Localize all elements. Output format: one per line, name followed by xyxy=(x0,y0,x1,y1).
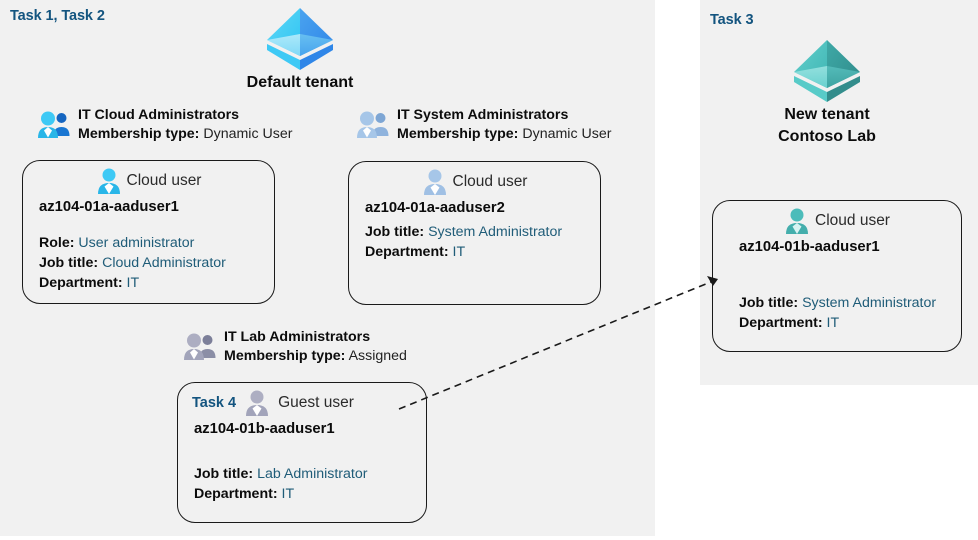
group-name: IT Cloud Administrators xyxy=(78,107,240,123)
user-type-label: Guest user xyxy=(278,394,354,411)
user-properties: Job title: Lab Administrator Department:… xyxy=(194,464,367,504)
group-membership-type: Membership type: Dynamic User xyxy=(78,125,292,144)
group-meta-value: Assigned xyxy=(348,347,407,364)
card-header: Task 4 Guest user xyxy=(178,389,426,417)
default-tenant: Default tenant xyxy=(215,4,385,94)
task-label-right: Task 3 xyxy=(710,12,754,28)
user-property-row: Job title: System Administrator xyxy=(739,294,937,311)
group-name: IT Lab Administrators xyxy=(224,329,371,345)
group-it-cloud-administrators: IT Cloud Administrators Membership type:… xyxy=(36,106,292,143)
group-users-lightblue-icon xyxy=(357,111,389,138)
card-header: Cloud user xyxy=(23,167,274,195)
card-header: Cloud user xyxy=(349,168,600,196)
user-properties: Role: User administrator Job title: Clou… xyxy=(39,233,226,293)
task-label-left: Task 1, Task 2 xyxy=(10,8,105,24)
group-meta-label: Membership type: xyxy=(397,125,519,142)
user-name: az104-01b-aaduser1 xyxy=(739,239,880,255)
group-meta-value: Dynamic User xyxy=(203,125,293,142)
user-property-row: Department: IT xyxy=(194,485,295,502)
new-tenant-title-line1: New tenant xyxy=(784,106,870,123)
azure-ad-tenant-icon xyxy=(267,8,333,70)
azure-ad-tenant-teal-icon xyxy=(794,40,860,102)
user-property-row: Role: User administrator xyxy=(39,234,195,251)
user-property-row: Department: IT xyxy=(739,314,840,331)
user-type-label: Cloud user xyxy=(815,212,890,229)
user-property-row: Job title: Cloud Administrator xyxy=(39,254,226,271)
user-card-az104-01a-aaduser1[interactable]: Cloud user az104-01a-aaduser1 Role: User… xyxy=(22,160,275,304)
group-membership-type: Membership type: Assigned xyxy=(224,347,407,366)
group-membership-type: Membership type: Dynamic User xyxy=(397,125,611,144)
user-card-az104-01b-aaduser1-cloud[interactable]: Cloud user az104-01b-aaduser1 Job title:… xyxy=(712,200,962,352)
user-property-row: Job title: Lab Administrator xyxy=(194,465,368,482)
group-name: IT System Administrators xyxy=(397,107,569,123)
group-meta-label: Membership type: xyxy=(224,347,346,364)
user-card-az104-01b-aaduser1-guest[interactable]: Task 4 Guest user az104-01b-aaduser1 Job… xyxy=(177,382,427,523)
user-type-label: Cloud user xyxy=(452,173,528,190)
group-it-system-administrators: IT System Administrators Membership type… xyxy=(355,106,611,143)
user-property-row: Department: IT xyxy=(39,274,140,291)
user-name: az104-01a-aaduser1 xyxy=(39,199,179,215)
cloud-user-lightblue-icon xyxy=(423,169,446,195)
new-tenant-title-line2: Contoso Lab xyxy=(778,127,876,145)
user-name: az104-01b-aaduser1 xyxy=(194,421,335,437)
card-task-label: Task 4 xyxy=(192,395,237,411)
group-meta-value: Dynamic User xyxy=(522,125,612,142)
user-type-label: Cloud user xyxy=(126,172,202,189)
user-name: az104-01a-aaduser2 xyxy=(365,200,505,216)
user-property-row: Job title: System Administrator xyxy=(365,223,563,240)
user-property-row: Department: IT xyxy=(365,243,466,260)
new-tenant: New tenant Contoso Lab xyxy=(742,36,912,147)
group-users-blue-icon xyxy=(38,111,70,138)
card-header: Cloud user xyxy=(713,207,961,235)
user-card-az104-01a-aaduser2[interactable]: Cloud user az104-01a-aaduser2 Job title:… xyxy=(348,161,601,305)
user-properties: Job title: System Administrator Departme… xyxy=(739,293,936,333)
user-properties: Job title: System Administrator Departme… xyxy=(365,222,562,262)
default-tenant-title: Default tenant xyxy=(246,74,354,91)
group-meta-label: Membership type: xyxy=(78,125,200,142)
group-it-lab-administrators: IT Lab Administrators Membership type: A… xyxy=(182,328,407,365)
group-users-gray-icon xyxy=(184,333,216,360)
cloud-user-blue-icon xyxy=(97,168,120,194)
default-tenant-panel xyxy=(0,0,655,536)
guest-user-gray-icon xyxy=(246,390,269,416)
cloud-user-teal-icon xyxy=(786,208,809,234)
